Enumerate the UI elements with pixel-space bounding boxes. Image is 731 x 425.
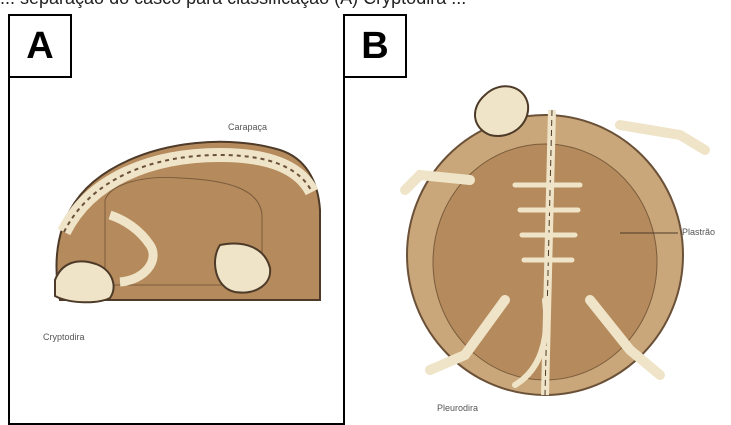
cryptodira-label: Cryptodira: [43, 332, 85, 342]
carapace-annotation: Carapaça: [228, 122, 267, 132]
pleurodira-label: Pleurodira: [437, 403, 478, 413]
pleurodira-dorsal-illustration: [405, 86, 705, 395]
cryptodira-section-illustration: [55, 142, 320, 302]
plastron-annotation: Plastrão: [682, 227, 715, 237]
